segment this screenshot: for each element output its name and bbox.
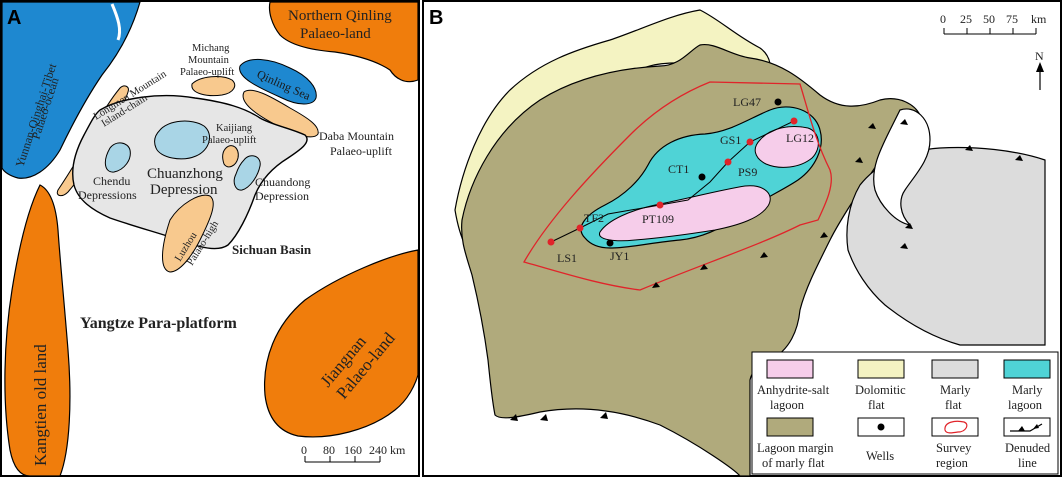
legend-marly-lagoon-2: lagoon xyxy=(1008,398,1043,412)
yunnan-ocean xyxy=(1,1,141,179)
well-lg47-dot xyxy=(774,98,782,106)
chendu-depression xyxy=(104,142,131,173)
label-northern-1: Northern Qinling xyxy=(288,8,392,24)
well-ct1-dot xyxy=(698,173,706,181)
legend-anhydrite-2: lagoon xyxy=(770,398,805,412)
scale-a-3: 240 xyxy=(369,443,387,457)
survey-region xyxy=(523,81,832,291)
legend-swatch-dolomitic xyxy=(857,359,905,379)
chuandong-depression xyxy=(233,155,261,191)
label-kangtien: Kangtien old land xyxy=(31,344,50,466)
panel-b: LG47 GS1 LG12 CT1 PS9 TF2 PT109 LS1 JY1 … xyxy=(422,0,1062,477)
legend-survey-2: region xyxy=(936,456,969,470)
label-daba-2: Palaeo-uplift xyxy=(330,144,393,158)
legend-swatch-marly-flat xyxy=(931,359,979,379)
legend-margin-2: of marly flat xyxy=(762,456,825,470)
panel-b-letter: B xyxy=(429,7,443,29)
kaijiang-uplift xyxy=(222,145,239,168)
denuded-ticks xyxy=(510,119,1023,421)
well-lg47-label: LG47 xyxy=(733,95,761,109)
well-lg12-dot xyxy=(790,117,798,125)
kangtien-land xyxy=(4,184,71,477)
legend-denuded-1: Denuded xyxy=(1005,441,1051,455)
scale-b-0: 0 xyxy=(940,12,946,26)
legend-dolomitic-2: flat xyxy=(868,398,885,412)
legend-swatch-margin xyxy=(766,417,814,437)
scale-a-2: 160 xyxy=(344,443,362,457)
label-chuanzhong-1: Chuanzhong xyxy=(147,166,223,182)
label-northern-2: Palaeo-land xyxy=(300,26,371,42)
well-tf2-dot xyxy=(576,224,584,232)
label-chuandong-2: Depression xyxy=(255,189,309,203)
chuanzhong-depression xyxy=(154,120,211,160)
legend-dolomitic-1: Dolomitic xyxy=(855,383,906,397)
scale-b-1: 25 xyxy=(960,12,972,26)
label-chendu-1: Chendu xyxy=(93,174,130,188)
panel-b-scale: 0 25 50 75 km xyxy=(940,12,1047,35)
legend-anhydrite-1: Anhydrite-salt xyxy=(757,383,830,397)
well-ps9-label: PS9 xyxy=(738,165,757,179)
well-gs1-label: GS1 xyxy=(720,133,741,147)
legend-swatch-marly-lagoon xyxy=(1003,359,1051,379)
scale-a-unit: km xyxy=(390,443,406,457)
well-gs1-dot xyxy=(746,138,754,146)
well-jy1-label: JY1 xyxy=(610,249,629,263)
legend-swatch-survey xyxy=(931,417,979,437)
michang-uplift xyxy=(191,76,236,97)
well-pt109-dot xyxy=(656,201,664,209)
anhydrite-lagoon-ne xyxy=(754,126,819,168)
panel-a-scale: 0 80 160 240 km xyxy=(301,443,406,463)
legend-denuded-2: line xyxy=(1018,456,1037,470)
jiangnan-land xyxy=(263,249,419,438)
well-jy1-dot xyxy=(606,239,614,247)
label-yangtze: Yangtze Para-platform xyxy=(80,315,238,332)
label-chuandong-1: Chuandong xyxy=(255,175,310,189)
legend-wells: Wells xyxy=(866,449,894,463)
scale-a-1: 80 xyxy=(323,443,335,457)
legend-marly-flat-2: flat xyxy=(945,398,962,412)
label-sichuan-basin: Sichuan Basin xyxy=(232,242,312,257)
panel-a-letter: A xyxy=(7,7,21,29)
scale-b-2: 50 xyxy=(983,12,995,26)
denuded-embayment xyxy=(873,108,931,226)
label-kaijiang-1: Kaijiang xyxy=(216,123,253,134)
legend-marly-flat-1: Marly xyxy=(940,383,971,397)
well-ls1-dot xyxy=(547,238,555,246)
label-michang-2: Mountain xyxy=(188,55,230,66)
luzhou-high xyxy=(162,194,214,273)
north-label: N xyxy=(1035,49,1044,63)
label-chuanzhong-2: Depression xyxy=(150,182,218,198)
label-kaijiang-2: Palaeo-uplift xyxy=(202,135,256,146)
north-arrow-icon: N xyxy=(1035,49,1044,90)
well-ls1-label: LS1 xyxy=(557,251,577,265)
well-ps9-dot xyxy=(724,158,732,166)
legend-survey-1: Survey xyxy=(936,441,972,455)
label-daba-1: Daba Mountain xyxy=(319,129,394,143)
well-tf2-label: TF2 xyxy=(584,211,604,225)
northern-qinling-land xyxy=(268,1,419,83)
label-chendu-2: Depressions xyxy=(78,188,137,202)
well-pt109-label: PT109 xyxy=(642,212,674,226)
wells xyxy=(547,98,798,247)
qinling-sea xyxy=(239,59,317,105)
sichuan-basin xyxy=(72,94,308,250)
legend-margin-1: Lagoon margin xyxy=(757,441,834,455)
panel-a: A Yunnan-Qinghai-Tibet Palaeo-ocean Nort… xyxy=(0,0,420,477)
well-lg12-label: LG12 xyxy=(786,131,814,145)
well-ct1-label: CT1 xyxy=(668,162,689,176)
scale-b-3: 75 xyxy=(1006,12,1018,26)
legend: Anhydrite-salt lagoon Dolomitic flat Mar… xyxy=(751,351,1059,475)
label-michang-1: Michang xyxy=(192,43,230,54)
label-michang-3: Palaeo-uplift xyxy=(180,67,234,78)
scale-b-unit: km xyxy=(1031,12,1047,26)
legend-marly-lagoon-1: Marly xyxy=(1012,383,1043,397)
scale-a-0: 0 xyxy=(301,443,307,457)
daba-uplift xyxy=(242,89,319,138)
well-section-line xyxy=(550,120,795,243)
legend-swatch-anhydrite xyxy=(766,359,814,379)
legend-swatch-denuded xyxy=(1003,417,1051,437)
